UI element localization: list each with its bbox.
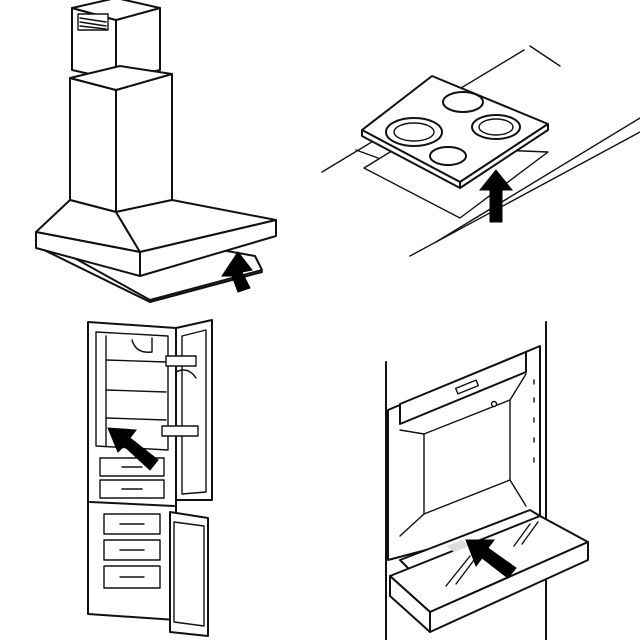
freezer-door-inner xyxy=(173,521,205,627)
counter-front-edge xyxy=(409,131,640,257)
glass-reflection-3 xyxy=(513,523,531,547)
oven-knob xyxy=(490,400,498,408)
burner-front xyxy=(429,146,467,166)
oven-door-left-edge xyxy=(389,575,431,633)
fridge-door-upper-inner xyxy=(181,329,207,495)
door-bottle-holder xyxy=(175,369,197,379)
burner-top xyxy=(442,91,484,113)
fridge-shelf-3 xyxy=(105,417,167,421)
counter-back-edge-2 xyxy=(529,45,561,67)
canopy-rim-side xyxy=(139,219,277,277)
glass-reflection-4 xyxy=(521,521,539,545)
door-bin-1 xyxy=(165,355,197,367)
oven-cavity-line-2 xyxy=(399,513,425,537)
oven-cavity-line-1 xyxy=(399,429,425,435)
fridge-fan-housing xyxy=(131,337,153,353)
arrow-icon-cooktop xyxy=(478,169,514,223)
chimney-lower-front xyxy=(69,77,117,213)
panel-oven xyxy=(385,321,589,640)
oven-cavity-line-4 xyxy=(509,479,527,507)
oven-cavity-line-3 xyxy=(509,373,527,401)
panel-fridge-freezer xyxy=(87,319,213,637)
rating-label-highlight xyxy=(446,540,470,552)
burner-right-inner xyxy=(478,118,514,136)
door-bin-2 xyxy=(161,425,199,437)
arrow-icon-oven xyxy=(465,539,517,579)
counter-left-edge xyxy=(355,149,379,159)
arrow-icon-hood xyxy=(221,251,253,293)
fridge-shelf-2 xyxy=(105,389,167,393)
arrow-icon-fridge xyxy=(107,427,159,471)
chimney-lower-side xyxy=(115,73,173,213)
chimney-lower-top xyxy=(69,65,173,91)
fridge-divider xyxy=(89,501,175,507)
vent-slots-icon xyxy=(77,13,109,31)
cooktop-glass-edge-side xyxy=(459,123,549,189)
oven-display xyxy=(454,379,480,395)
fridge-shelf-1 xyxy=(105,359,167,363)
panel-chimney-hood xyxy=(35,0,277,303)
panel-cooktop xyxy=(321,45,640,257)
glass-reflection-1 xyxy=(445,555,471,587)
burner-left-inner xyxy=(393,122,435,142)
counter-front-lip xyxy=(435,117,640,243)
